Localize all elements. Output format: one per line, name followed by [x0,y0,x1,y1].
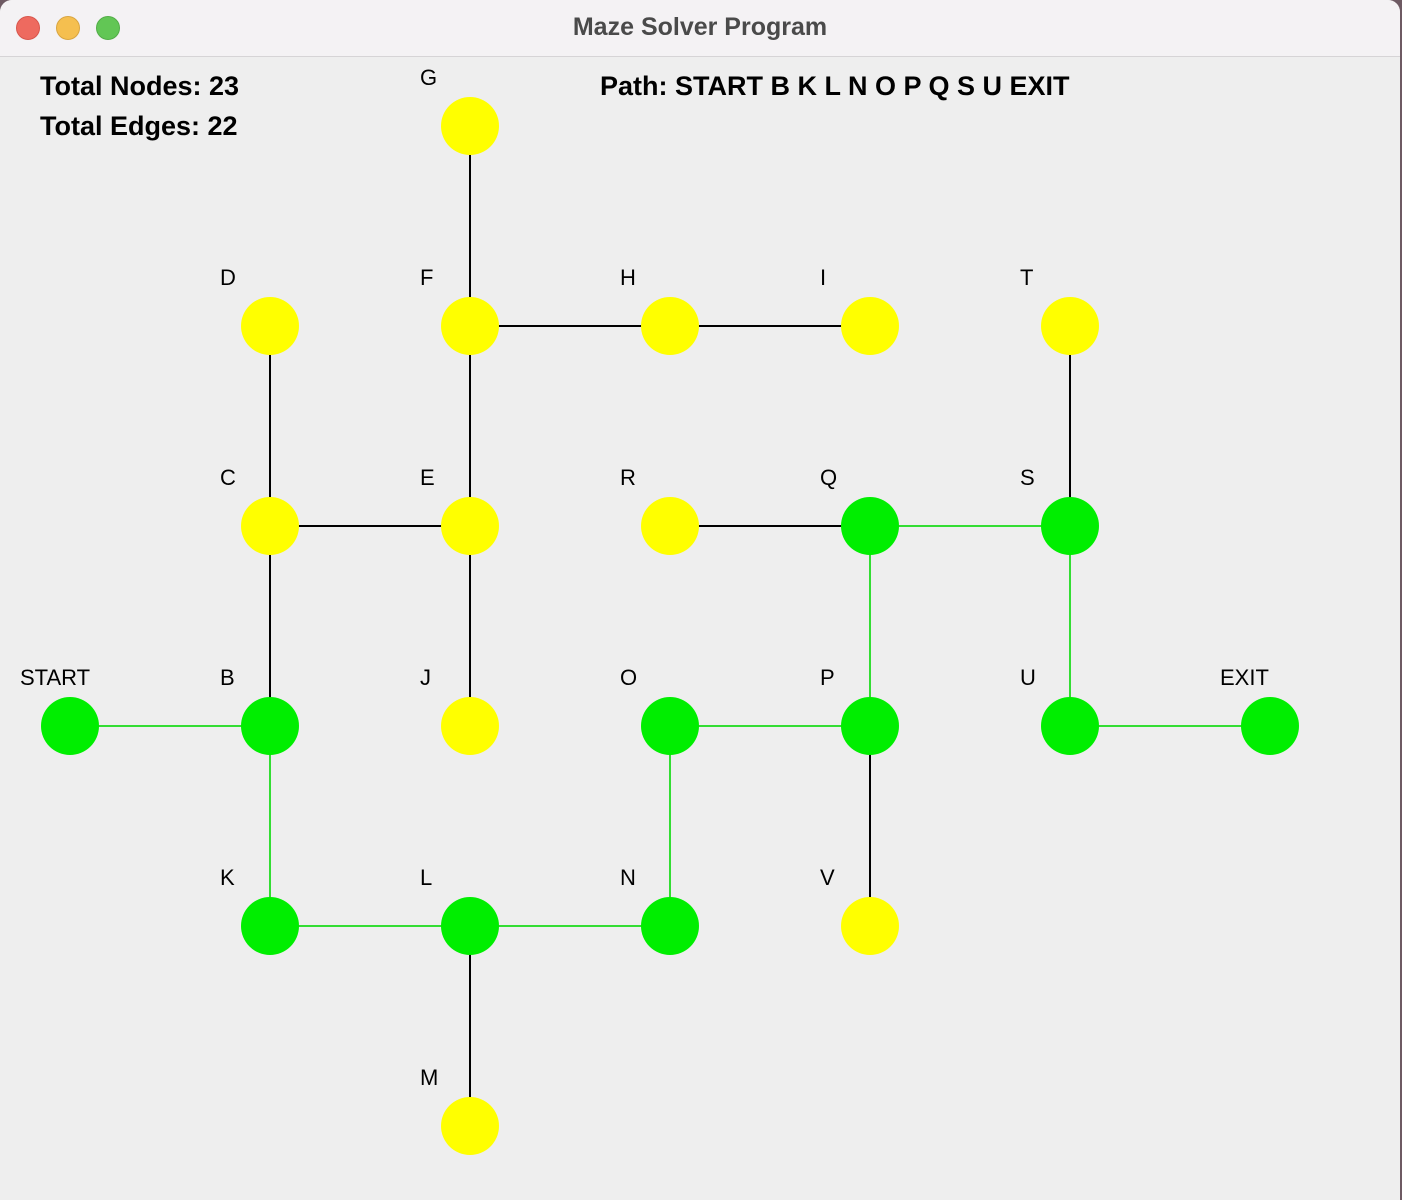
node-circle [1041,297,1099,355]
minimize-icon[interactable] [56,16,80,40]
node-circle [641,497,699,555]
node-u: U [1020,665,1099,755]
node-label: J [420,665,431,690]
node-p: P [820,665,899,755]
node-circle [641,297,699,355]
node-e: E [420,465,499,555]
node-label: B [220,665,235,690]
node-circle [441,697,499,755]
edges-layer [70,126,1270,1126]
node-circle [441,897,499,955]
node-d: D [220,265,299,355]
node-label: C [220,465,236,490]
node-circle [841,697,899,755]
node-o: O [620,665,699,755]
node-s: S [1020,465,1099,555]
node-circle [841,497,899,555]
zoom-icon[interactable] [96,16,120,40]
node-r: R [620,465,699,555]
node-label: O [620,665,637,690]
node-label: START [20,665,90,690]
node-label: S [1020,465,1035,490]
node-label: F [420,265,433,290]
node-label: D [220,265,236,290]
node-label: L [420,865,432,890]
node-label: K [220,865,235,890]
path-label: Path: START B K L N O P Q S U EXIT [600,71,1070,101]
node-circle [441,497,499,555]
total-edges-label: Total Edges: 22 [40,111,238,141]
node-label: Q [820,465,837,490]
node-circle [241,897,299,955]
node-v: V [820,865,899,955]
node-circle [241,497,299,555]
node-l: L [420,865,499,955]
node-exit: EXIT [1220,665,1299,755]
node-circle [641,897,699,955]
node-start: START [20,665,99,755]
node-circle [441,1097,499,1155]
node-circle [1041,697,1099,755]
node-label: H [620,265,636,290]
node-b: B [220,665,299,755]
node-label: M [420,1065,438,1090]
node-circle [441,97,499,155]
node-q: Q [820,465,899,555]
node-c: C [220,465,299,555]
node-label: T [1020,265,1033,290]
node-circle [841,897,899,955]
node-j: J [420,665,499,755]
title-bar: Maze Solver Program [0,0,1400,57]
node-n: N [620,865,699,955]
node-label: I [820,265,826,290]
node-circle [841,297,899,355]
node-label: N [620,865,636,890]
node-label: R [620,465,636,490]
node-circle [241,697,299,755]
node-circle [1041,497,1099,555]
close-icon[interactable] [16,16,40,40]
node-m: M [420,1065,499,1155]
node-circle [441,297,499,355]
node-h: H [620,265,699,355]
node-label: V [820,865,835,890]
node-circle [41,697,99,755]
node-circle [241,297,299,355]
node-t: T [1020,265,1099,355]
window-title: Maze Solver Program [572,13,828,41]
total-nodes-label: Total Nodes: 23 [40,71,240,101]
node-label: G [420,65,437,90]
node-label: U [1020,665,1036,690]
node-label: E [420,465,435,490]
nodes-layer: G D F H I T C E R Q S START B J O P U EXIT K L N V M [20,65,1299,1155]
node-f: F [420,265,499,355]
node-i: I [820,265,899,355]
node-label: P [820,665,835,690]
node-k: K [220,865,299,955]
node-g: G [420,65,499,155]
node-label: EXIT [1220,665,1269,690]
node-circle [1241,697,1299,755]
node-circle [641,697,699,755]
